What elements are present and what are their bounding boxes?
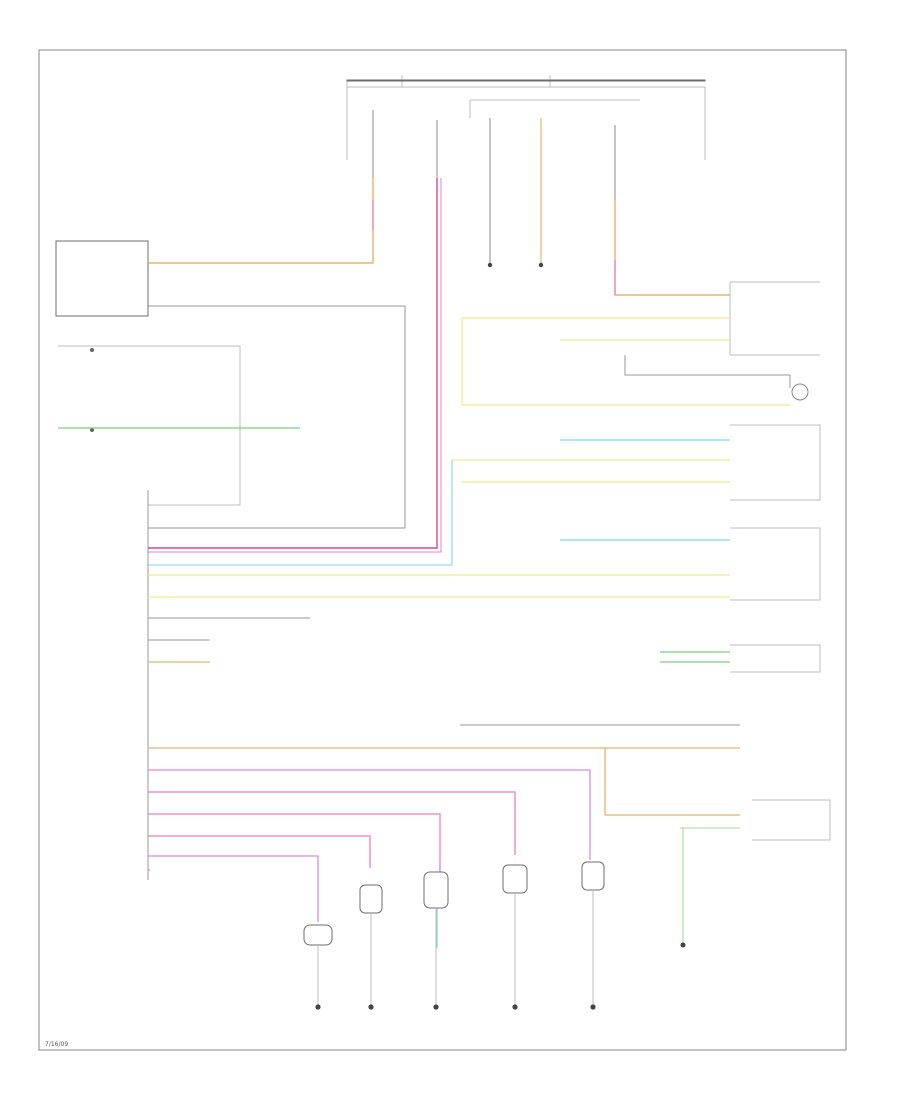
lamp-icon: [791, 383, 809, 401]
wire-orange-wcm: [148, 178, 374, 264]
wire-pink-cluster: [148, 178, 442, 553]
right-component-1: [729, 281, 820, 356]
sensor: [581, 861, 605, 891]
wire-gray-wcm-loop: [148, 305, 406, 529]
wire-pink-3: [148, 835, 371, 868]
switch-block-outline: [58, 345, 241, 506]
ground-symbol: [315, 1004, 321, 1010]
sensor: [502, 864, 528, 894]
right-component-4: [730, 644, 821, 673]
wire-cyan-long: [148, 460, 453, 566]
sensor: [423, 871, 449, 909]
diagram-frame: [38, 49, 847, 1051]
ground-symbol: [368, 1004, 374, 1010]
ground-symbol: [433, 1004, 439, 1010]
wire-pink-1: [148, 791, 516, 855]
right-component-3: [730, 527, 821, 601]
sensor: [359, 884, 383, 914]
wire-orange-right: [614, 200, 730, 296]
switch-contact: [90, 428, 94, 432]
power-distribution-top: [346, 75, 706, 268]
switch-contact: [90, 348, 94, 352]
sensor: [303, 924, 333, 946]
right-component-2: [730, 424, 821, 501]
wire-green-lower: [680, 827, 740, 945]
sensor-row: [303, 861, 605, 1010]
ground-symbol: [590, 1004, 596, 1010]
wcm-module: [55, 240, 149, 317]
wire-pink-2: [148, 813, 441, 880]
ground-symbol: [680, 942, 686, 948]
wire-orange-drop: [604, 748, 740, 816]
ground-symbol: [487, 262, 544, 268]
wire-violet-2: [148, 855, 319, 922]
bottom-right-component: [752, 799, 831, 841]
wire-magenta-cluster: [148, 178, 438, 549]
footer-code: 7/16/09: [45, 1041, 68, 1048]
wire-yellow-1: [461, 318, 790, 406]
wire-violet-1: [148, 769, 591, 860]
ground-symbol: [512, 1004, 518, 1010]
wire-gray-lamp: [624, 355, 791, 388]
fuse-box-top: [346, 79, 706, 82]
